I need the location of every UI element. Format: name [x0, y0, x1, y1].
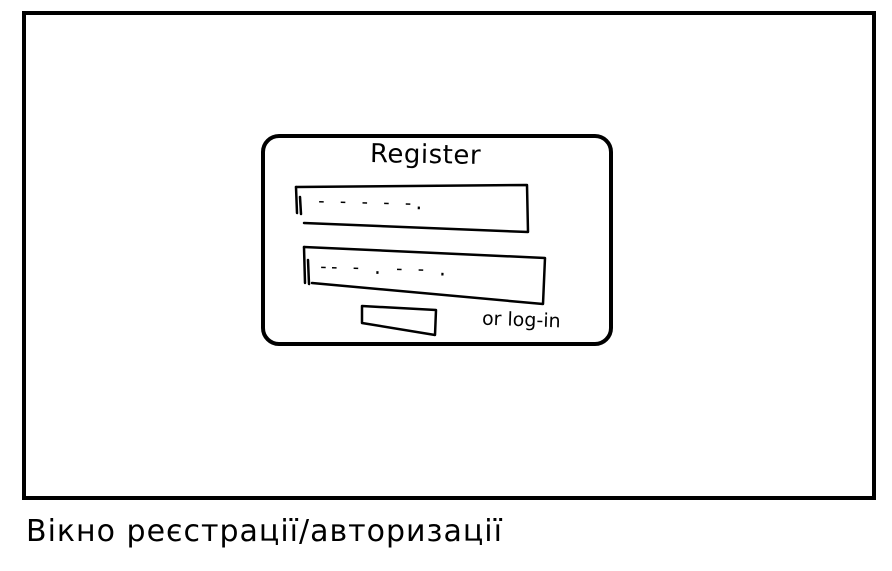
password-input[interactable] — [302, 245, 547, 306]
submit-button[interactable] — [360, 304, 438, 337]
register-dialog — [261, 134, 613, 346]
username-input[interactable] — [294, 183, 530, 234]
password-placeholder: -- - . - - . — [317, 256, 449, 281]
screen-frame — [22, 11, 876, 500]
sketch-caption: Вікно реєстрації/авторизації — [26, 514, 503, 549]
dialog-title: Register — [369, 139, 482, 171]
login-link[interactable]: or log-in — [481, 307, 561, 333]
username-placeholder: - - - - -. — [315, 190, 425, 215]
